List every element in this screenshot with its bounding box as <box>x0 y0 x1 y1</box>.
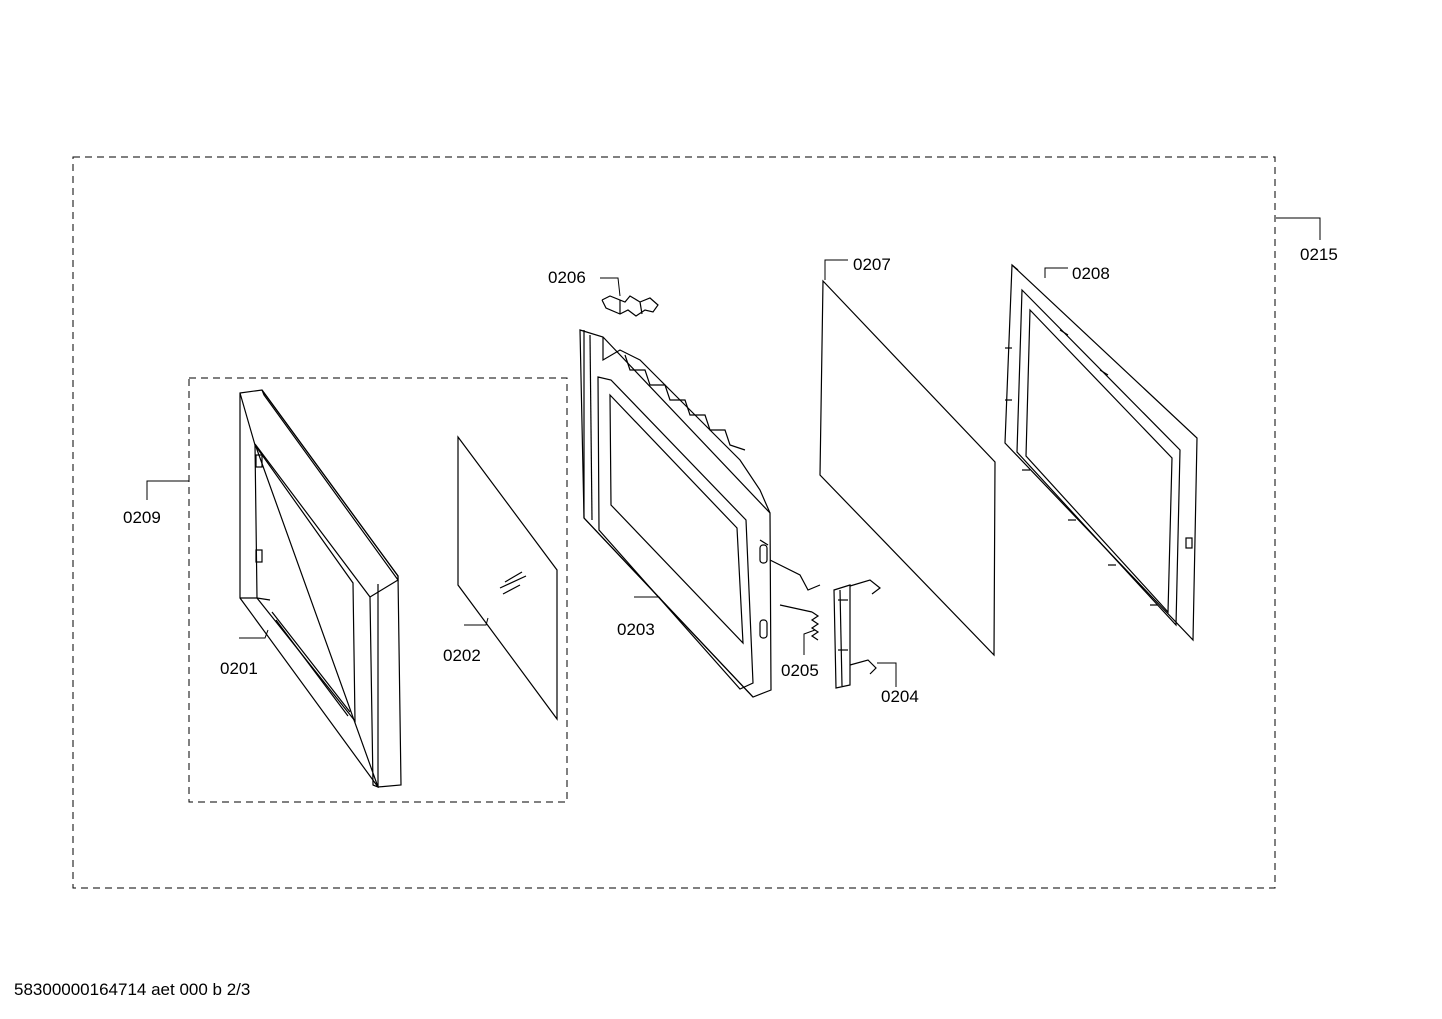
part-0207-glass-sheet <box>819 279 996 657</box>
leader-0201 <box>239 629 269 639</box>
part-0203-inner-frame <box>579 329 821 698</box>
assembly-boundary-0215 <box>72 156 1276 889</box>
leader-0202 <box>464 617 489 626</box>
label-0204: 0204 <box>881 687 919 706</box>
leader-0205 <box>803 629 816 655</box>
label-0207: 0207 <box>853 255 891 274</box>
part-0202-glass-panel <box>457 435 558 721</box>
leader-0215 <box>1276 217 1321 240</box>
label-0205: 0205 <box>781 661 819 680</box>
leader-lines <box>146 217 1321 687</box>
leader-0207 <box>824 259 848 280</box>
label-0208: 0208 <box>1072 264 1110 283</box>
leader-0203 <box>634 596 664 603</box>
label-0209: 0209 <box>123 508 161 527</box>
leader-0204 <box>877 662 897 687</box>
leader-0206 <box>600 277 621 297</box>
part-0206-hinge-clip <box>601 295 659 317</box>
part-0201-door-frame <box>239 389 402 789</box>
leader-0209 <box>146 480 189 500</box>
leader-0208 <box>1044 267 1068 278</box>
part-0204-latch-lever <box>833 579 881 689</box>
label-0201: 0201 <box>220 659 258 678</box>
label-0203: 0203 <box>617 620 655 639</box>
drawing-code: 58300000164714 aet 000 b 2/3 <box>14 980 251 999</box>
subassembly-boundary-0209 <box>188 377 568 803</box>
part-0205-spring <box>779 604 820 641</box>
part-0208-seal-frame <box>1004 263 1198 642</box>
label-0215: 0215 <box>1300 245 1338 264</box>
label-0202: 0202 <box>443 646 481 665</box>
label-0206: 0206 <box>548 268 586 287</box>
